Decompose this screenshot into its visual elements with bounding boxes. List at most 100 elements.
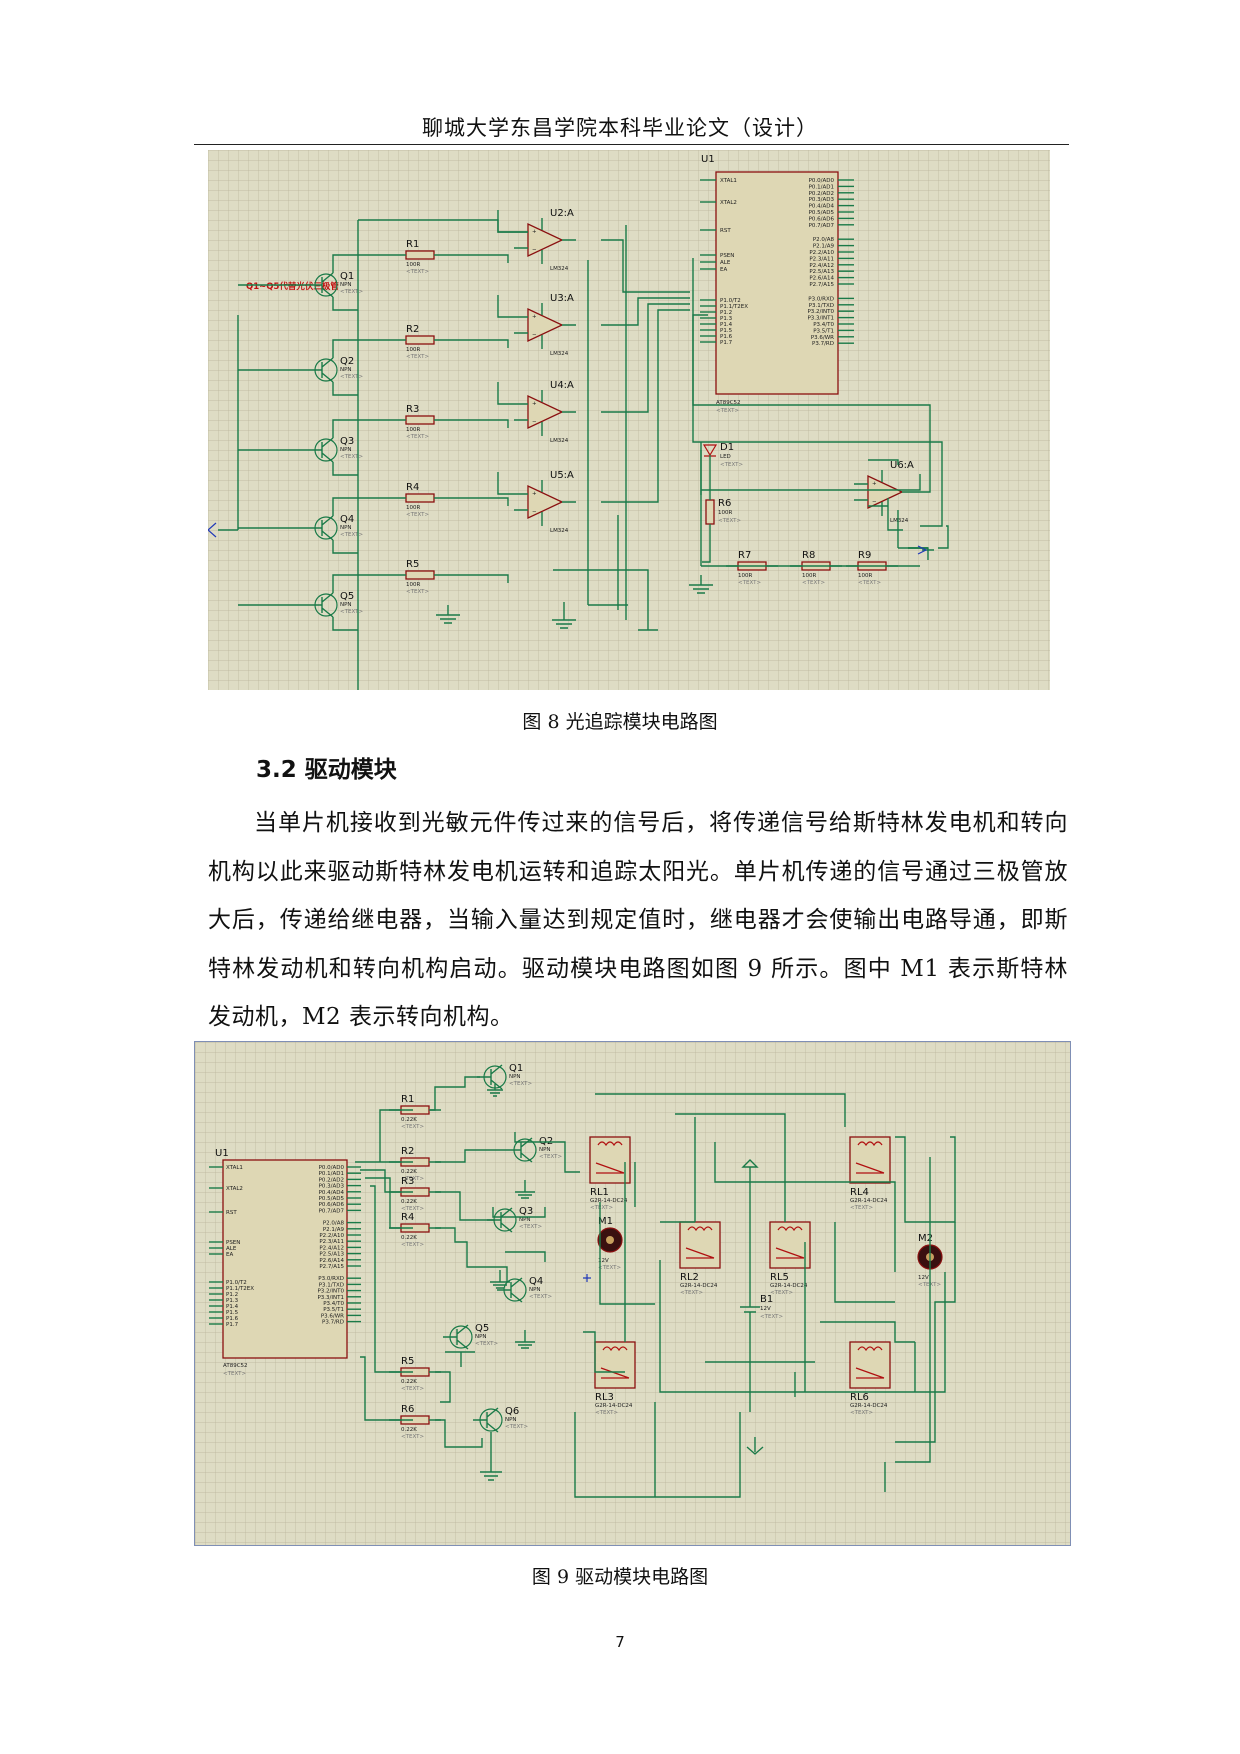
fig8-opamp-u6-body xyxy=(867,474,904,510)
fig8-mcu-left-pin-4: ALE xyxy=(720,260,731,266)
fig9-transistor-3-text: <TEXT> xyxy=(519,1224,542,1230)
fig9-mcu-right-pin-15: P2.7/A15 xyxy=(319,1264,344,1270)
fig8-opamp-4-body xyxy=(527,484,564,520)
fig8-opamp-3-part: LM324 xyxy=(550,438,569,444)
fig8-resistor-1-label: R1 xyxy=(406,239,419,250)
fig8-mcu-right-pin-6: P0.6/AD6 xyxy=(809,216,835,222)
fig8-mcu-left-pin-7: P1.1/T2EX xyxy=(720,304,748,310)
fig8-resistor-5-body xyxy=(405,570,435,580)
fig8-resistor-3-text: <TEXT> xyxy=(406,434,429,440)
fig8-transistor-5-label: Q5 xyxy=(340,591,354,602)
fig9-relay-2-part: G2R-14-DC24 xyxy=(680,1283,718,1289)
fig8-mcu-left-pin-1: XTAL2 xyxy=(720,200,737,206)
fig8-opamp-u6-minus: − xyxy=(872,499,877,505)
fig9-mcu-right-pin-10: P2.2/A10 xyxy=(319,1233,344,1239)
fig8-resistor-1-value: 100R xyxy=(406,262,420,268)
fig9-transistor-5-type: NPN xyxy=(475,1334,487,1340)
fig9-mcu-part: AT89C52 xyxy=(223,1363,248,1369)
fig9-transistor-3-label: Q3 xyxy=(519,1206,533,1217)
fig9-mcu-right-pin-20: P3.4/T0 xyxy=(323,1301,344,1307)
fig9-transistor-3-type: NPN xyxy=(519,1217,531,1223)
fig8-transistor-1-text: <TEXT> xyxy=(340,289,363,295)
fig8-mcu-right-pin-2: P0.2/AD2 xyxy=(809,191,834,197)
fig9-relay-5-text: <TEXT> xyxy=(770,1290,793,1296)
fig9-resistor-4-label: R4 xyxy=(401,1212,414,1223)
figure-9-caption: 图 9 驱动模块电路图 xyxy=(531,1566,709,1588)
fig9-mcu-left-pin-3: PSEN xyxy=(226,1240,240,1246)
fig9-motor-m2-voltage: 12V xyxy=(918,1275,929,1281)
fig9-mcu-right-pin-6: P0.6/AD6 xyxy=(319,1202,345,1208)
fig8-r6-text: <TEXT> xyxy=(718,518,741,524)
fig9-motor-m1-shaft xyxy=(606,1236,614,1244)
fig9-transistor-6-type: NPN xyxy=(505,1417,517,1423)
fig8-opamp-u6-label: U6:A xyxy=(890,460,914,471)
fig8-resistor-r9-text: <TEXT> xyxy=(858,580,881,586)
fig9-relay-2-body xyxy=(679,1221,721,1269)
fig8-opamp-in-wire-4 xyxy=(497,472,514,495)
fig8-mcu-right-pin-23: P3.7/RD xyxy=(812,341,834,347)
fig9-relay-4-label: RL4 xyxy=(850,1187,869,1198)
fig9-mcu-right-pin-18: P3.2/INT0 xyxy=(317,1289,344,1295)
fig9-mcu-right-pin-17: P3.1/TXD xyxy=(319,1282,344,1288)
fig8-resistor-r7-label: R7 xyxy=(738,550,751,561)
fig8-row-wire-2 xyxy=(332,339,509,396)
fig8-resistor-r8-text: <TEXT> xyxy=(802,580,825,586)
fig8-mcu-right-pin-8: P2.0/A8 xyxy=(813,237,835,243)
fig9-relay-5-body xyxy=(769,1221,811,1269)
mcu-text: <TEXT> xyxy=(716,408,739,414)
fig8-resistor-4-text: <TEXT> xyxy=(406,512,429,518)
fig8-opamp-in-wire-2 xyxy=(497,295,514,318)
fig8-mcu-right-pin-5: P0.5/AD5 xyxy=(809,210,835,216)
fig8-mcu-left-pin-8: P1.2 xyxy=(720,310,732,316)
fig8-transistor-2-type: NPN xyxy=(340,367,352,373)
fig8-resistor-r8-label: R8 xyxy=(802,550,815,561)
fig9-battery-voltage: 12V xyxy=(760,1306,771,1312)
fig8-opamp-1-label: U2:A xyxy=(550,208,574,219)
fig9-transistor-4-leads xyxy=(497,1277,523,1303)
fig9-transistor-2-text: <TEXT> xyxy=(539,1154,562,1160)
fig8-mcu-left-pin-0: XTAL1 xyxy=(720,178,737,184)
fig9-relay-1-part: G2R-14-DC24 xyxy=(590,1198,628,1204)
fig8-resistor-4-label: R4 xyxy=(406,482,419,493)
fig9-relay-1-text: <TEXT> xyxy=(590,1205,613,1211)
fig9-mcu-left-pin-6: P1.0/T2 xyxy=(226,1280,247,1286)
fig9-mcu-right-pin-9: P2.1/A9 xyxy=(323,1227,345,1233)
fig8-transistor-1-type: NPN xyxy=(340,282,352,288)
fig8-resistor-r9-value: 100R xyxy=(858,573,872,579)
fig8-mcu-left-pin-10: P1.4 xyxy=(720,322,733,328)
fig8-mcu-right-pin-22: P3.6/WR xyxy=(811,335,834,341)
fig8-resistor-r9-label: R9 xyxy=(858,550,871,561)
fig8-mcu-left-pin-3: PSEN xyxy=(720,253,734,259)
fig8-transistor-2-label: Q2 xyxy=(340,356,354,367)
fig9-resistor-1-label: R1 xyxy=(401,1094,414,1105)
fig9-mcu-body xyxy=(222,1159,348,1359)
fig8-opamp-u6-plus: + xyxy=(872,481,877,487)
fig9-mcu-left-pin-5: EA xyxy=(226,1252,233,1258)
fig8-resistor-3-label: R3 xyxy=(406,404,419,415)
fig8-mcu-right-pin-3: P0.3/AD3 xyxy=(809,197,835,203)
fig8-mcu-right-pin-9: P2.1/A9 xyxy=(813,244,835,250)
fig8-mcu-right-pin-18: P3.2/INT0 xyxy=(807,309,834,315)
fig9-mcu-right-pin-2: P0.2/AD2 xyxy=(319,1177,344,1183)
fig9-resistor-6-label: R6 xyxy=(401,1404,414,1415)
fig9-mcu-right-pin-11: P2.3/A11 xyxy=(319,1239,344,1245)
fig9-transistor-1-leads xyxy=(477,1064,503,1090)
fig8-opamp-4-label: U5:A xyxy=(550,470,574,481)
fig9-motor-m1-label: M1 xyxy=(598,1216,613,1227)
fig9-transistor-6-text: <TEXT> xyxy=(505,1424,528,1430)
fig8-transistor-3-leads xyxy=(308,437,334,463)
fig9-resistor-5-text: <TEXT> xyxy=(401,1386,424,1392)
mcu-part: AT89C52 xyxy=(716,400,741,406)
fig9-mcu-label: U1 xyxy=(215,1148,229,1159)
